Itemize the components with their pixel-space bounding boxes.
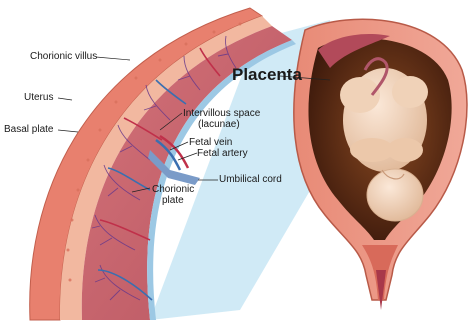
label-fetal-vein: Fetal vein: [189, 137, 232, 148]
label-fetal-artery: Fetal artery: [197, 148, 248, 159]
label-placenta: Placenta: [232, 66, 302, 84]
label-chorionic-plate-sub: plate: [162, 195, 184, 206]
label-chorionic-villus: Chorionic villus: [30, 51, 97, 62]
label-basal-plate: Basal plate: [4, 124, 53, 135]
uterus-illustration: [294, 19, 467, 310]
label-uterus: Uterus: [24, 92, 53, 103]
label-intervillous-space: Intervillous space: [183, 108, 260, 119]
label-chorionic-plate: Chorionic: [152, 184, 194, 195]
label-umbilical-cord: Umbilical cord: [219, 174, 282, 185]
label-intervillous-space-sub: (lacunae): [198, 119, 240, 130]
